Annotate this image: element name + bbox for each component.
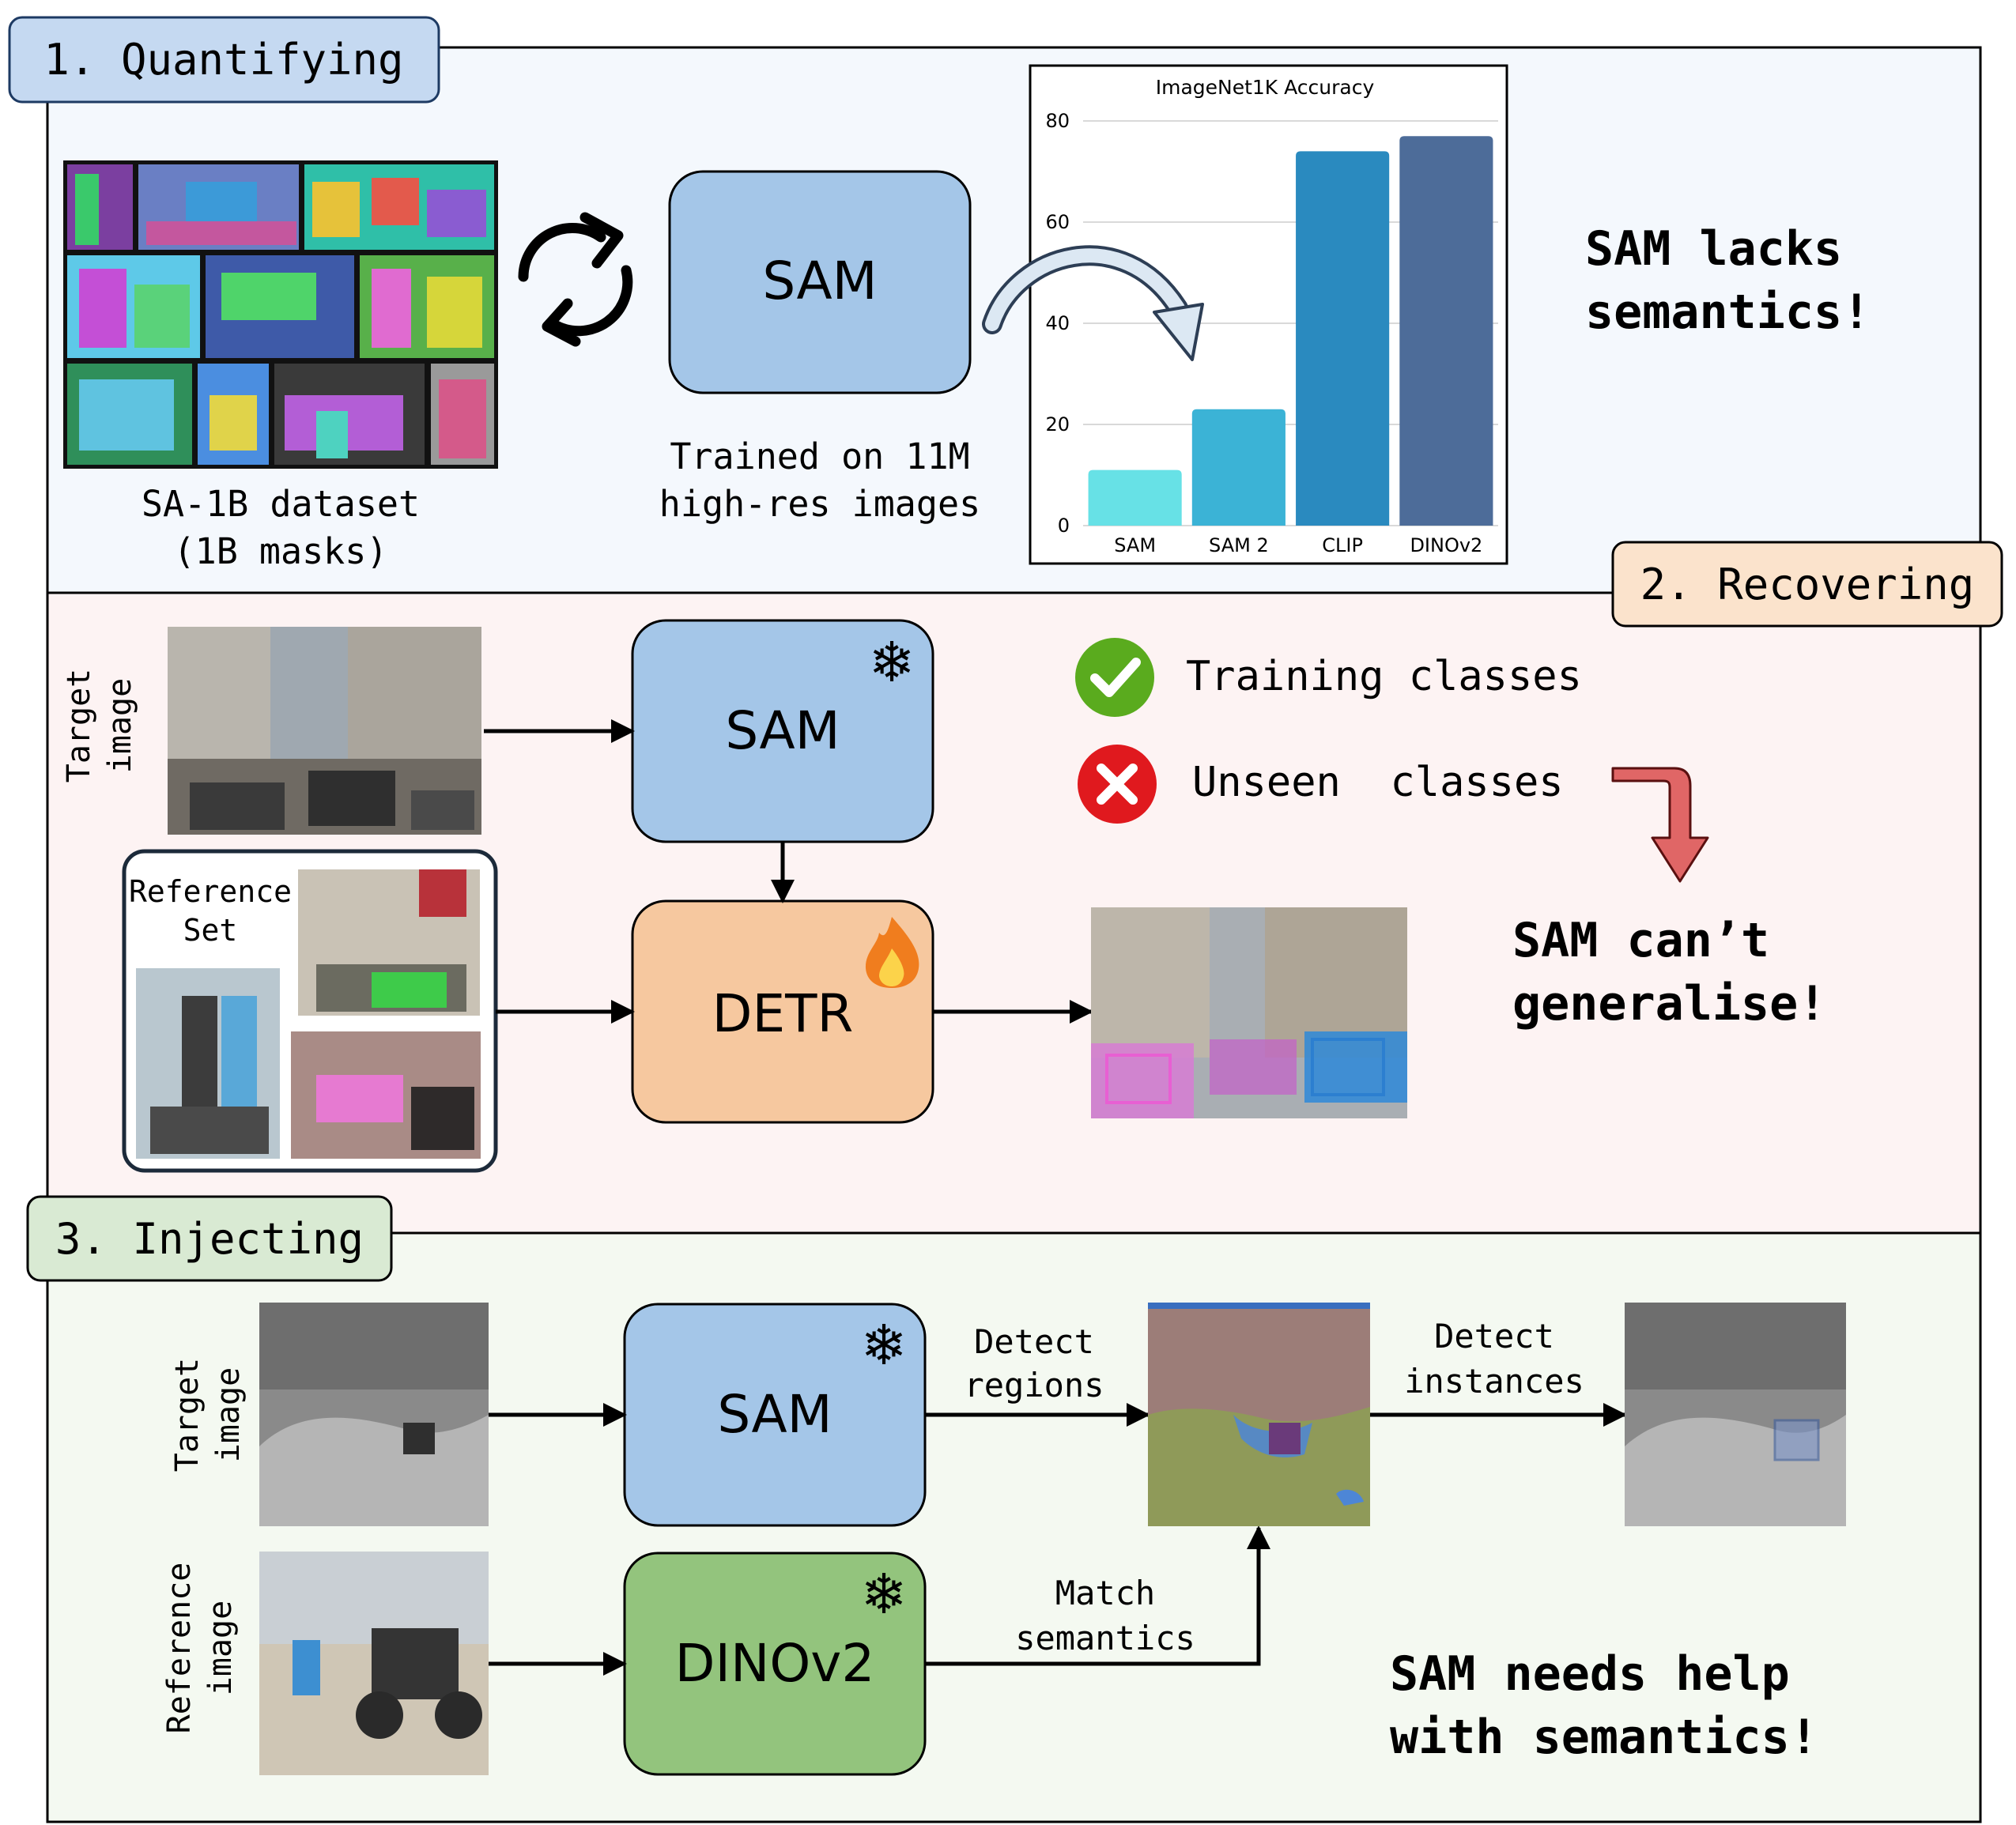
conclusion-2-line1: SAM can’t: [1512, 913, 1769, 968]
refresh-cycle-icon: [518, 212, 633, 347]
sam-label-quantifying: SAM: [762, 251, 877, 311]
reference-set-label-line1: Reference: [129, 874, 292, 909]
conclusion-1-line2: semantics!: [1585, 285, 1871, 340]
fire-icon: [865, 917, 919, 988]
chart-x-tick-label: SAM 2: [1209, 534, 1269, 556]
conclusion-3-line2: with semantics!: [1390, 1710, 1818, 1765]
reference-image-flag: [298, 869, 480, 1016]
target-label-2-line1: Target: [61, 669, 97, 783]
dataset-caption-line1: SA-1B dataset: [142, 483, 420, 525]
detect-regions-line1: Detect: [974, 1322, 1094, 1361]
chart-y-tick-label: 80: [1045, 110, 1070, 132]
training-classes-label: Training classes: [1186, 653, 1582, 700]
conclusion-3-line1: SAM needs help: [1390, 1646, 1790, 1702]
chart-x-tick-label: DINOv2: [1410, 534, 1482, 556]
red-down-arrow: [1611, 767, 1709, 883]
arrow-dinov2-to-regions: [925, 1525, 1270, 1666]
section-title-1: 1. Quantifying: [8, 16, 440, 104]
model-caption-line1: Trained on 11M: [670, 436, 969, 477]
region-mask-image: [1148, 1303, 1370, 1526]
curved-arrow: [982, 245, 1204, 361]
instance-output-image: [1625, 1303, 1846, 1526]
sam-label-injecting: SAM: [717, 1384, 832, 1445]
output-detection-image: [1091, 907, 1407, 1118]
target-label-3-line1: Target: [169, 1358, 206, 1472]
title-injecting: 3. Injecting: [55, 1214, 364, 1264]
target-street-image: [168, 627, 481, 835]
chart-x-tick-labels: SAM SAM 2 CLIP DINOv2: [1114, 534, 1482, 556]
chart-bar-dinov2: [1399, 136, 1493, 526]
target-surf-image: [259, 1303, 489, 1526]
chart-x-tick-label: CLIP: [1322, 534, 1363, 556]
chart-bars: [1088, 136, 1493, 526]
reference-beach-image: [259, 1552, 489, 1775]
match-semantics-line1: Match: [1055, 1574, 1155, 1612]
dinov2-label: DINOv2: [675, 1633, 875, 1694]
target-label-2-line2: image: [102, 678, 138, 773]
detect-instances-line2: instances: [1404, 1362, 1584, 1401]
match-semantics-line2: semantics: [1015, 1619, 1195, 1657]
title-quantifying: 1. Quantifying: [43, 35, 403, 85]
reference-image-station: [136, 968, 280, 1159]
reference-label-3-line1: Reference: [161, 1563, 198, 1734]
reference-image-motorcycle: [291, 1031, 481, 1159]
chart-y-tick-label: 0: [1058, 515, 1070, 537]
chart-bar-sam: [1088, 469, 1182, 526]
conclusion-1-line1: SAM lacks: [1585, 221, 1842, 277]
reference-label-3-line2: image: [202, 1601, 239, 1695]
chart-y-tick-labels: 0 20 40 60 80: [1045, 110, 1070, 537]
sa1b-mosaic-image: [63, 160, 498, 469]
detect-regions-line2: regions: [964, 1366, 1104, 1405]
sam-box-quantifying: [668, 170, 972, 394]
chart-y-tick-label: 40: [1045, 312, 1070, 334]
snowflake-icon: ❄: [869, 630, 916, 695]
snowflake-icon: ❄: [861, 1562, 908, 1627]
chart-bar-clip: [1296, 151, 1390, 526]
dataset-caption-line2: (1B masks): [174, 530, 388, 572]
sam-label-recovering: SAM: [725, 700, 840, 761]
chart-title: ImageNet1K Accuracy: [1156, 76, 1375, 99]
title-recovering: 2. Recovering: [1640, 560, 1975, 609]
x-circle-icon: [1078, 745, 1157, 824]
section-title-3: 3. Injecting: [26, 1195, 393, 1282]
conclusion-2-line2: generalise!: [1512, 976, 1826, 1031]
unseen-classes-label: Unseen classes: [1192, 759, 1564, 806]
reference-set-label-line2: Set: [183, 913, 238, 948]
snowflake-icon: ❄: [861, 1313, 908, 1378]
chart-y-tick-label: 60: [1045, 211, 1070, 233]
chart-x-tick-label: SAM: [1114, 534, 1156, 556]
section-title-2: 2. Recovering: [1611, 541, 2003, 628]
chart-y-tick-label: 20: [1045, 413, 1070, 436]
detr-label: DETR: [712, 983, 854, 1044]
detect-instances-line1: Detect: [1434, 1317, 1554, 1356]
check-circle-icon: [1075, 638, 1154, 717]
model-caption-line2: high-res images: [659, 483, 980, 525]
target-label-3-line2: image: [210, 1367, 247, 1462]
chart-bar-sam-2: [1191, 409, 1285, 526]
